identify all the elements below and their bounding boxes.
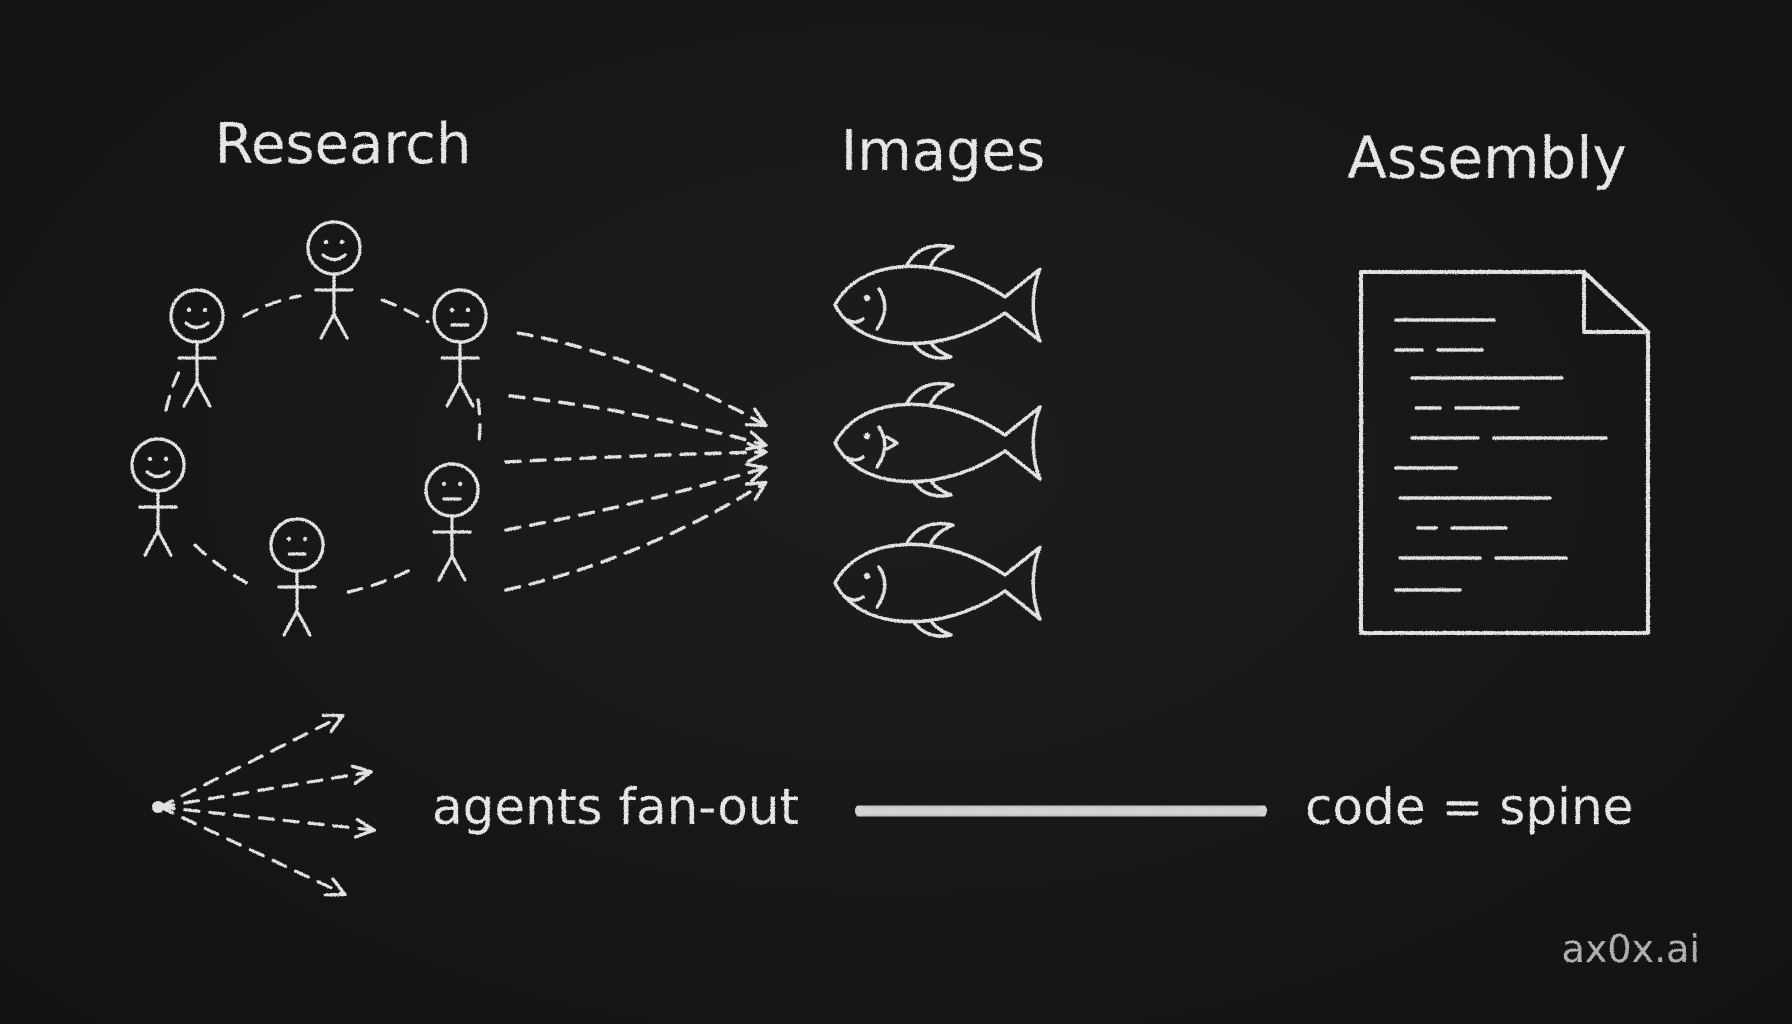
fanout-legend-icon (152, 713, 376, 897)
fish-icon (833, 381, 1042, 498)
fanout-arrow (504, 441, 768, 464)
research-title: Research (215, 112, 472, 177)
assembly-title: Assembly (1347, 124, 1627, 192)
fish-stack (833, 243, 1042, 638)
document-icon (1359, 270, 1650, 635)
stick-figure-icon (130, 437, 186, 557)
circle-connector (380, 298, 430, 324)
circle-connector (164, 368, 182, 412)
circle-connector (242, 294, 302, 318)
circle-connector (476, 398, 482, 450)
research-to-images-arrows (504, 331, 768, 592)
fanout-arrow (504, 462, 768, 532)
agent-circle (130, 220, 488, 637)
fanout-arrow (516, 331, 768, 428)
spine-label: code = spine (1305, 778, 1633, 836)
stick-figure-icon (424, 462, 480, 582)
fish-icon (833, 521, 1042, 638)
images-title: Images (841, 119, 1046, 184)
fish-icon (833, 243, 1042, 360)
spine-legend-icon (855, 804, 1267, 818)
fanout-label: agents fan-out (432, 778, 799, 836)
document-lines (1394, 318, 1608, 592)
fanout-arrow (508, 394, 768, 451)
stick-figure-icon (269, 517, 325, 637)
stick-figure-icon (432, 288, 488, 408)
fanout-arrow (504, 480, 768, 592)
circle-connector (346, 568, 412, 594)
circle-connector (193, 543, 252, 587)
stick-figure-icon (306, 220, 362, 340)
watermark: ax0x.ai (1562, 927, 1700, 971)
stick-figure-icon (169, 288, 225, 408)
